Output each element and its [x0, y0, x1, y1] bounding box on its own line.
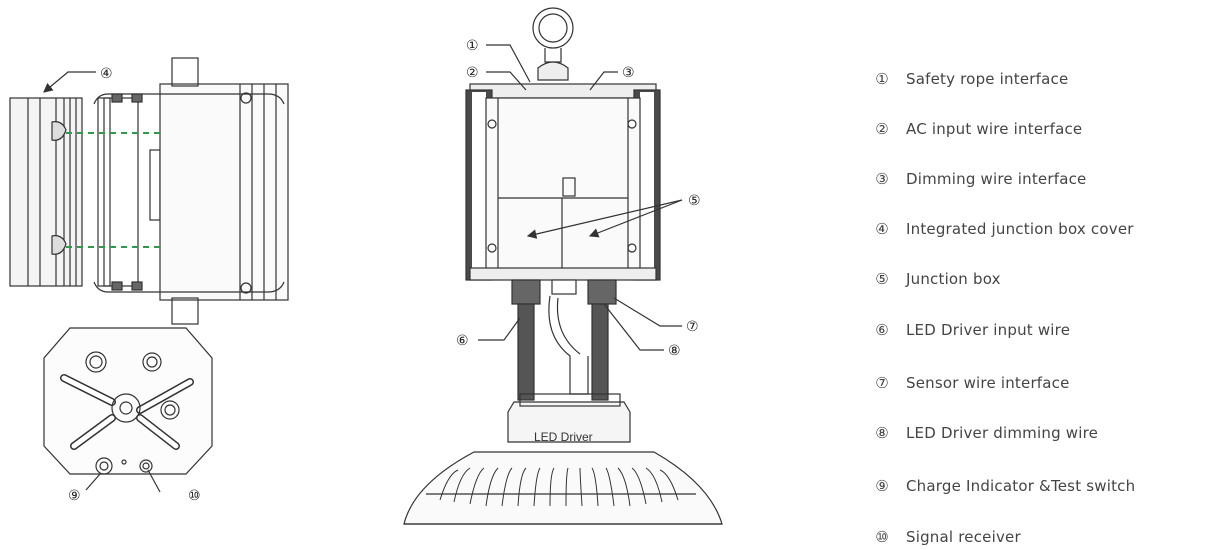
- callout-leader-3: [589, 71, 618, 91]
- legend-label: Safety rope interface: [906, 70, 1069, 88]
- legend-number: ⑧: [875, 424, 889, 442]
- callout-leader-5a: [526, 199, 683, 239]
- top-view-illustration: [43, 327, 213, 475]
- legend-label: Signal receiver: [906, 528, 1021, 546]
- high-bay-illustration: [403, 7, 723, 525]
- legend-number: ⑥: [875, 321, 889, 339]
- legend-item: ② AC input wire interface: [872, 116, 1082, 142]
- legend-item: ① Safety rope interface: [872, 66, 1068, 92]
- callout-4: ④: [100, 66, 113, 82]
- side-view-illustration: [9, 57, 289, 325]
- callout-9: ⑨: [68, 488, 81, 504]
- callout-leader-1: [486, 44, 531, 83]
- callout-1: ①: [466, 38, 479, 54]
- legend-number: ②: [875, 120, 889, 138]
- legend-item: ⑥ LED Driver input wire: [872, 317, 1070, 343]
- callout-leader-2: [486, 71, 527, 91]
- legend-number: ⑤: [875, 270, 889, 288]
- callout-10: ⑩: [188, 488, 201, 504]
- legend-item: ⑧ LED Driver dimming wire: [872, 420, 1098, 446]
- legend-item: ⑩ Signal receiver: [872, 524, 1021, 550]
- legend-label: Dimming wire interface: [906, 170, 1087, 188]
- callout-leader-9: [85, 473, 101, 491]
- callout-leader-8: [603, 303, 664, 351]
- legend-label: LED Driver input wire: [906, 321, 1071, 339]
- legend-label: Charge Indicator &Test switch: [906, 477, 1136, 495]
- callout-leader-5b: [588, 199, 683, 238]
- legend-number: ③: [875, 170, 889, 188]
- led-driver-label: LED Driver: [534, 430, 593, 444]
- callout-leader-6: [478, 317, 521, 341]
- legend-number: ⑨: [875, 477, 889, 495]
- legend-label: AC input wire interface: [906, 120, 1083, 138]
- alignment-dashes: [66, 132, 160, 248]
- legend-item: ⑦ Sensor wire interface: [872, 370, 1070, 396]
- legend-label: Junction box: [906, 270, 1001, 288]
- legend-number: ⑦: [875, 374, 889, 392]
- legend-label: Sensor wire interface: [906, 374, 1070, 392]
- callout-3: ③: [622, 65, 635, 81]
- legend-number: ⑩: [875, 528, 889, 546]
- callout-8: ⑧: [668, 343, 681, 359]
- callout-leader-4: [43, 71, 96, 93]
- callout-6: ⑥: [456, 333, 469, 349]
- legend-label: Integrated junction box cover: [906, 220, 1134, 238]
- callout-leader-7: [613, 297, 682, 327]
- heat-sink-fins: [439, 467, 679, 507]
- legend-label: LED Driver dimming wire: [906, 424, 1099, 442]
- callout-2: ②: [466, 65, 479, 81]
- callout-7: ⑦: [686, 319, 699, 335]
- legend-item: ⑨ Charge Indicator &Test switch: [872, 473, 1135, 499]
- legend-item: ⑤ Junction box: [872, 266, 1001, 292]
- callout-leader-10: [147, 469, 161, 493]
- callout-5: ⑤: [688, 193, 701, 209]
- legend-number: ④: [875, 220, 889, 238]
- legend-number: ①: [875, 70, 889, 88]
- legend-item: ③ Dimming wire interface: [872, 166, 1086, 192]
- legend-item: ④ Integrated junction box cover: [872, 216, 1134, 242]
